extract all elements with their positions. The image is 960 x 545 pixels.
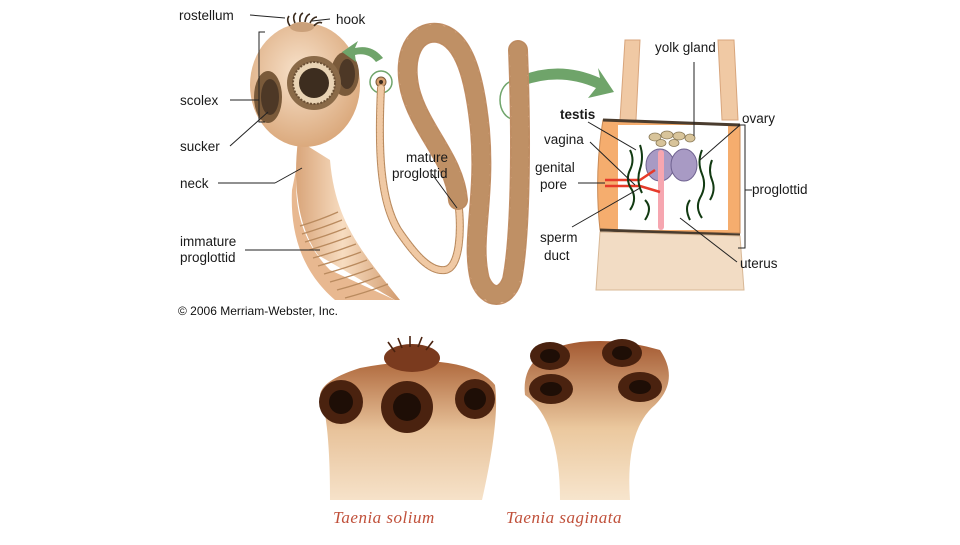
label-neck: neck (180, 176, 209, 191)
sucker-left (254, 71, 282, 123)
label-genital-line2: pore (540, 177, 568, 192)
rostellum-hooks (286, 12, 323, 32)
label-sperm-line2: duct (544, 248, 570, 263)
photo-taenia-solium (319, 336, 497, 500)
proglottid-detail (595, 39, 745, 291)
worm-body (375, 22, 530, 305)
label-ovary: ovary (742, 111, 776, 126)
testes-branches (626, 144, 715, 221)
label-mature-line1: mature (405, 150, 449, 165)
leader-mature (431, 173, 458, 209)
scolex-drawing (250, 12, 400, 300)
leader-lines-right (571, 62, 752, 263)
photo-taenia-saginata (524, 339, 669, 500)
leader-lines-left (218, 14, 331, 251)
yolk-gland (648, 130, 696, 147)
immature-proglottid-bands (299, 211, 389, 299)
label-testis: testis (560, 107, 596, 122)
label-uterus: uterus (740, 256, 778, 271)
label-immature-line1: immature (180, 234, 237, 249)
caption-taenia-saginata: Taenia saginata (506, 508, 622, 527)
label-yolk-gland: yolk gland (655, 40, 716, 55)
label-sucker: sucker (180, 139, 220, 154)
sucker-front (287, 56, 341, 110)
label-genital-line1: genital (535, 160, 575, 175)
caption-taenia-solium: Taenia solium (333, 508, 435, 527)
label-proglottid: proglottid (752, 182, 808, 197)
label-hook: hook (336, 12, 366, 27)
label-rostellum: rostellum (179, 8, 234, 23)
copyright-notice: © 2006 Merriam-Webster, Inc. (178, 304, 339, 318)
magnify-arrows (342, 41, 614, 98)
label-immature-line2: proglottid (180, 250, 236, 265)
label-scolex: scolex (180, 93, 219, 108)
label-sperm-line1: sperm (540, 230, 578, 245)
uterus (658, 150, 664, 230)
label-vagina: vagina (544, 132, 584, 147)
label-mature-line2: proglottid (392, 166, 448, 181)
